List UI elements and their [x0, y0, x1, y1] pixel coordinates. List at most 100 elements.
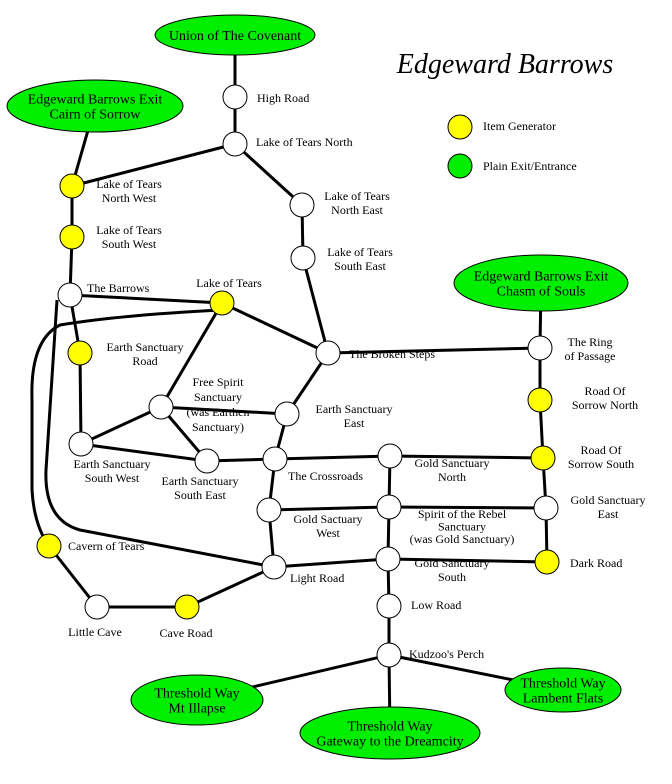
exit-ellipse[interactable]	[130, 674, 264, 726]
location-node[interactable]	[315, 340, 341, 366]
path-freespirit-essw	[80, 405, 162, 446]
exit-ellipse[interactable]	[299, 706, 481, 760]
location-node[interactable]	[262, 446, 288, 472]
location-light[interactable]: Light Road	[261, 554, 344, 585]
path-light-gss	[273, 557, 389, 569]
exit-ellipse[interactable]	[154, 14, 316, 56]
location-node[interactable]	[376, 642, 402, 668]
location-kudzoo[interactable]: Kudzoo's Perch	[376, 642, 484, 668]
location-node[interactable]	[377, 443, 403, 469]
location-node[interactable]	[256, 497, 282, 523]
location-label: Little Cave	[68, 625, 122, 639]
item-generator-node[interactable]	[527, 387, 553, 413]
location-node[interactable]	[533, 495, 559, 521]
location-caveroad[interactable]: Cave Road	[160, 594, 213, 640]
location-highroad[interactable]: High Road	[222, 84, 309, 110]
path-ltn-ltne	[233, 142, 304, 207]
location-label: The Ring	[568, 335, 613, 349]
item-generator-node[interactable]	[534, 549, 560, 575]
location-node[interactable]	[261, 554, 287, 580]
location-dark[interactable]: Dark Road	[534, 549, 622, 575]
location-ltn[interactable]: Lake of Tears North	[222, 131, 353, 157]
location-node[interactable]	[527, 335, 553, 361]
item-generator-node[interactable]	[36, 533, 62, 559]
location-node[interactable]	[376, 593, 402, 619]
item-generator-node[interactable]	[530, 445, 556, 471]
location-label: East	[344, 416, 365, 430]
location-node[interactable]	[194, 448, 220, 474]
item-generator-node[interactable]	[209, 290, 235, 316]
location-cavern[interactable]: Cavern of Tears	[36, 533, 145, 559]
location-node[interactable]	[57, 282, 83, 308]
legend-exit-swatch	[447, 153, 473, 179]
location-label: Road Of	[585, 384, 626, 398]
exit-label: Edgeward Barrows Exit	[474, 270, 609, 285]
location-lake[interactable]: Lake of Tears	[196, 276, 262, 316]
location-label: Sorrow North	[572, 398, 638, 412]
item-generator-node[interactable]	[174, 594, 200, 620]
location-label: Lake of Tears	[324, 189, 390, 203]
location-label: Sanctuary)	[192, 420, 244, 434]
exit-label: Mt Illapse	[168, 702, 225, 717]
item-generator-node[interactable]	[59, 173, 85, 199]
legend-item-generator-swatch	[447, 114, 473, 140]
exit-ellipse[interactable]	[453, 254, 629, 312]
path-barrows-lake	[69, 293, 223, 305]
location-broken[interactable]: The Broken Steps	[315, 340, 435, 366]
location-label: Dark Road	[570, 556, 622, 570]
location-label: Road	[132, 354, 157, 368]
location-node[interactable]	[68, 431, 94, 457]
location-node[interactable]	[274, 401, 300, 427]
location-littlecave[interactable]: Little Cave	[68, 594, 122, 639]
location-node[interactable]	[84, 594, 110, 620]
item-generator-node[interactable]	[67, 340, 93, 366]
location-node[interactable]	[222, 131, 248, 157]
location-crossroads[interactable]: The Crossroads	[262, 446, 363, 483]
location-node[interactable]	[290, 245, 316, 271]
item-generator-node[interactable]	[59, 224, 85, 250]
path-ltn-ltnw	[71, 142, 236, 188]
location-node[interactable]	[376, 494, 402, 520]
location-label: Lake of Tears	[327, 245, 393, 259]
location-node[interactable]	[222, 84, 248, 110]
location-low[interactable]: Low Road	[376, 593, 461, 619]
path-esroad-essw	[78, 352, 83, 445]
location-node[interactable]	[375, 546, 401, 572]
exit-ellipse[interactable]	[504, 667, 622, 713]
location-label: South East	[334, 259, 386, 273]
exit-union[interactable]: Union of The Covenant	[154, 14, 316, 56]
location-node[interactable]	[148, 394, 174, 420]
location-label: Road Of	[581, 443, 622, 457]
location-label: Low Road	[411, 598, 461, 612]
path-essw-esse	[80, 442, 208, 463]
path-barrows-light	[44, 299, 275, 569]
exit-label: Union of The Covenant	[169, 29, 301, 44]
location-barrows[interactable]: The Barrows	[57, 281, 150, 308]
exit-ellipse[interactable]	[6, 79, 184, 133]
location-label: South East	[174, 488, 226, 502]
location-node[interactable]	[289, 192, 315, 218]
